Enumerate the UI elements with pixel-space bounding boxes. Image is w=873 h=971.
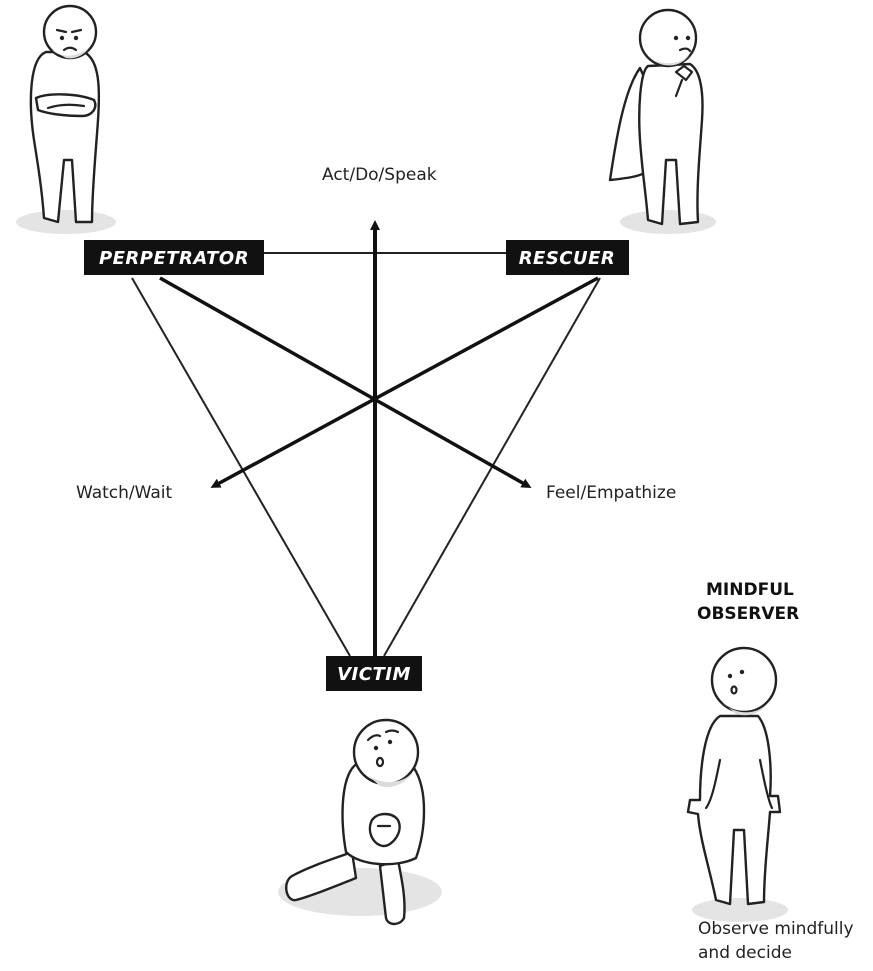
- observer-figure: [686, 646, 788, 922]
- role-perpetrator: PERPETRATOR: [84, 240, 264, 275]
- role-victim: VICTIM: [326, 656, 422, 691]
- perpetrator-figure: [16, 4, 116, 234]
- observer-note-line1: Observe mindfully: [698, 919, 854, 939]
- label-act-do-speak: Act/Do/Speak: [322, 165, 437, 185]
- observer-title-line2: OBSERVER: [697, 604, 799, 624]
- victim-figure: [278, 718, 442, 926]
- rescuer-figure: [608, 8, 716, 234]
- role-rescuer: RESCUER: [506, 240, 629, 275]
- rescuer-label: RESCUER: [519, 248, 616, 269]
- label-feel-empathize: Feel/Empathize: [546, 483, 676, 503]
- arrow-feel-empathize: [159, 276, 532, 488]
- edge-perpetrator-victim: [131, 277, 351, 657]
- perpetrator-label: PERPETRATOR: [99, 248, 249, 269]
- victim-label: VICTIM: [337, 664, 411, 685]
- label-watch-wait: Watch/Wait: [76, 483, 173, 503]
- arrows: [159, 220, 599, 656]
- observer-title-line1: MINDFUL: [706, 580, 794, 600]
- arrow-watch-wait: [210, 276, 599, 488]
- observer-note-line2: and decide: [698, 943, 792, 963]
